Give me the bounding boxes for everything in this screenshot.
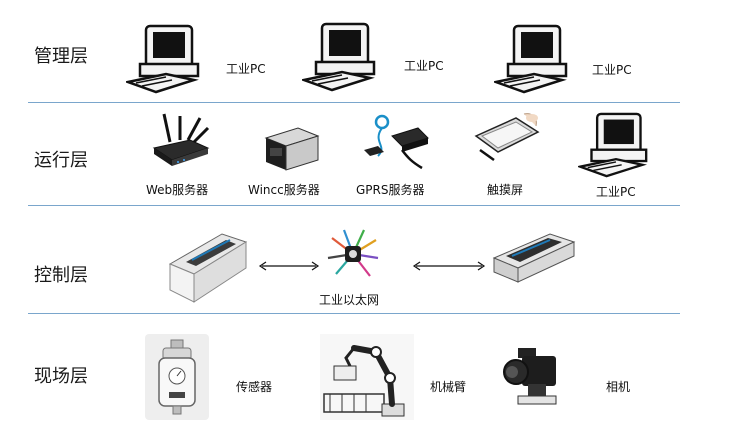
server-box-icon: [262, 124, 322, 174]
plc-module-icon: [166, 228, 250, 304]
camera-caption: 相机: [606, 380, 631, 394]
layer-divider: [28, 102, 680, 103]
router-icon: [150, 112, 210, 172]
layer-divider: [28, 205, 680, 206]
bidirectional-arrow-icon: [410, 260, 488, 272]
wincc-server-caption: Wincc服务器: [248, 183, 320, 197]
io-controller-icon: [492, 230, 576, 286]
touchscreen-caption: 触摸屏: [487, 183, 524, 197]
layer-divider: [28, 313, 680, 314]
layer-label-operation: 运行层: [34, 150, 88, 171]
gprs-server-caption: GPRS服务器: [356, 183, 425, 197]
ethernet-switch-icon: [326, 228, 380, 280]
sensor-caption: 传感器: [236, 380, 273, 394]
camera-icon: [500, 344, 562, 408]
layer-label-field: 现场层: [34, 366, 88, 387]
bidirectional-arrow-icon: [256, 260, 322, 272]
pc-caption: 工业PC: [592, 63, 632, 77]
industrial-pc-icon: [302, 22, 382, 92]
industrial-pc-icon: [494, 24, 574, 94]
robot-arm-icon: [320, 334, 414, 420]
pc-caption: 工业PC: [226, 62, 266, 76]
industrial-pc-icon: [578, 112, 654, 178]
pc-caption: 工业PC: [596, 185, 636, 199]
sensor-icon: [145, 334, 209, 420]
layer-label-management: 管理层: [34, 46, 88, 67]
robot-arm-caption: 机械臂: [430, 380, 467, 394]
pc-caption: 工业PC: [404, 59, 444, 73]
gprs-module-icon: [358, 112, 430, 174]
industrial-pc-icon: [126, 24, 206, 94]
industrial-ethernet-caption: 工业以太网: [319, 293, 380, 307]
web-server-caption: Web服务器: [146, 183, 209, 197]
touchscreen-icon: [472, 108, 544, 164]
layer-label-control: 控制层: [34, 265, 88, 286]
